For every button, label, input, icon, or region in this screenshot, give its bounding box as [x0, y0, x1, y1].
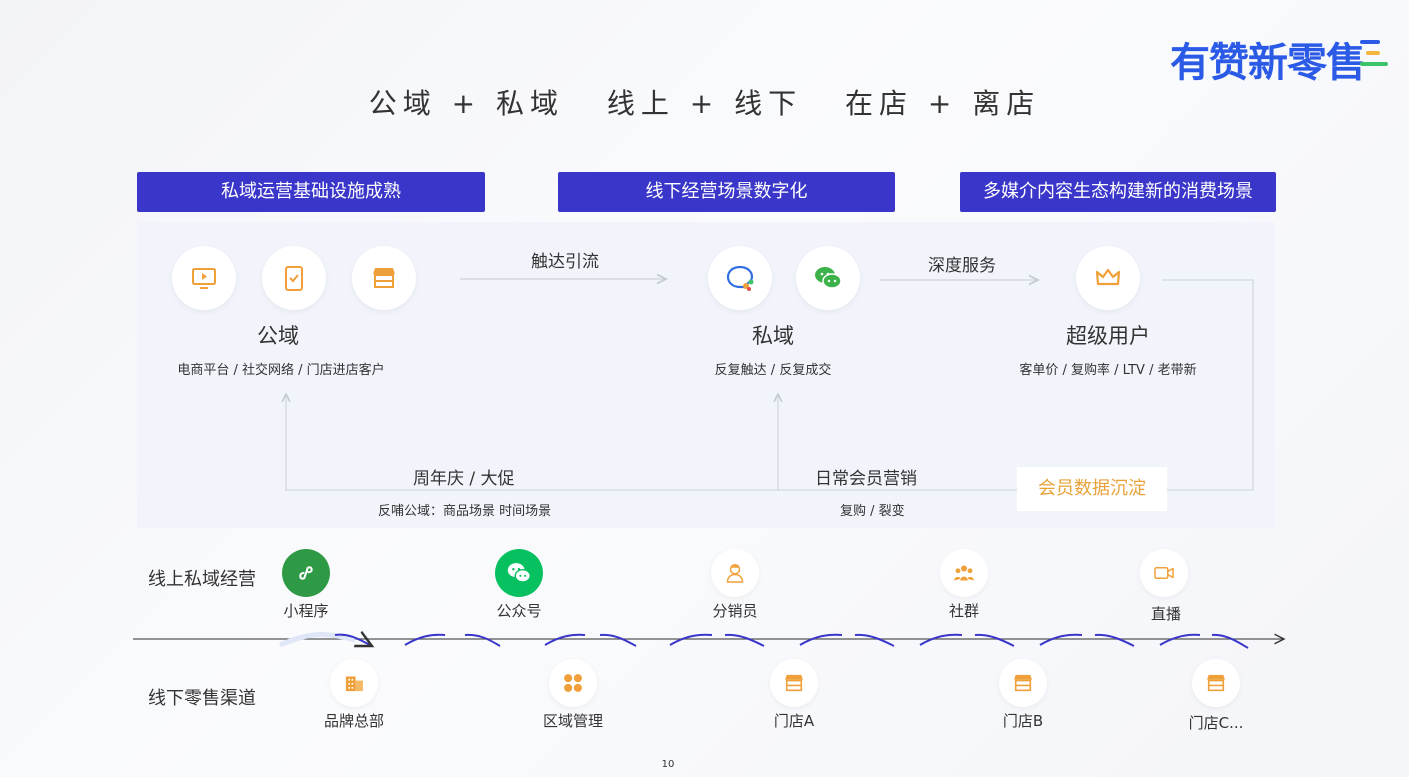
headline-part-2: 线上 + 线下 — [606, 87, 803, 120]
headline: 公域 + 私域 线上 + 线下 在店 + 离店 — [0, 82, 1409, 122]
page-number: 10 — [661, 759, 675, 770]
community-icon — [940, 549, 988, 597]
store-a-icon — [770, 659, 818, 707]
member-data-box: 会员数据沉淀 — [1017, 467, 1167, 511]
store-b-label: 门店B — [1002, 712, 1044, 730]
headline-part-3: 在店 + 离店 — [845, 87, 1041, 120]
region-grid-icon — [549, 659, 597, 707]
pill-offline-digital: 线下经营场景数字化 — [558, 172, 895, 212]
building-icon — [330, 659, 378, 707]
timeline-swooshes — [279, 635, 1249, 649]
store-b-icon — [999, 659, 1047, 707]
mini-program-icon — [282, 549, 330, 597]
wechat-icon — [796, 246, 860, 310]
public-domain-title: 公域 — [257, 324, 299, 348]
pill-private-infra: 私域运营基础设施成熟 — [137, 172, 485, 212]
private-domain-sub: 反复触达 / 反复成交 — [714, 363, 832, 378]
live-video-icon — [1140, 549, 1188, 597]
headline-part-1: 公域 + 私域 — [368, 87, 564, 120]
store-c-icon — [1192, 659, 1240, 707]
super-user-sub: 客单价 / 复购率 / LTV / 老带新 — [1019, 363, 1197, 378]
store-c-label: 门店C... — [1188, 714, 1244, 732]
tv-icon — [172, 246, 236, 310]
distributor-icon — [711, 549, 759, 597]
public-domain-sub: 电商平台 / 社交网络 / 门店进店客户 — [177, 363, 385, 378]
pill-media-scenarios: 多媒介内容生态构建新的消费场景 — [960, 172, 1276, 212]
brand-hq-label: 品牌总部 — [323, 712, 384, 730]
reach-label: 触达引流 — [531, 252, 599, 272]
anniversary-promo-label: 周年庆 / 大促 — [413, 469, 515, 489]
wechat-official-icon — [495, 549, 543, 597]
store-icon — [352, 246, 416, 310]
live-label: 直播 — [1150, 605, 1181, 623]
community-label: 社群 — [948, 602, 979, 620]
loop-line — [286, 279, 1254, 491]
daily-member-marketing-sub: 复购 / 裂变 — [840, 504, 905, 519]
crown-icon — [1076, 246, 1140, 310]
store-a-label: 门店A — [773, 712, 815, 730]
mini-program-label: 小程序 — [283, 602, 329, 620]
official-account-label: 公众号 — [496, 602, 542, 620]
distributor-label: 分销员 — [712, 602, 758, 620]
anniversary-promo-sub: 反哺公域：商品场景 时间场景 — [378, 504, 552, 519]
logo-bars-icon — [1360, 40, 1388, 73]
daily-member-marketing-label: 日常会员营销 — [815, 469, 917, 489]
tablet-check-icon — [262, 246, 326, 310]
region-mgmt-label: 区域管理 — [542, 712, 603, 730]
offline-row-label: 线下零售渠道 — [148, 688, 256, 709]
private-domain-title: 私域 — [752, 324, 794, 348]
brand-logo: 有赞新零售 — [1170, 40, 1366, 86]
online-row-label: 线上私域经营 — [148, 569, 256, 590]
service-label: 深度服务 — [928, 256, 996, 276]
chat-bubble-icon — [708, 246, 772, 310]
super-user-title: 超级用户 — [1066, 324, 1150, 348]
